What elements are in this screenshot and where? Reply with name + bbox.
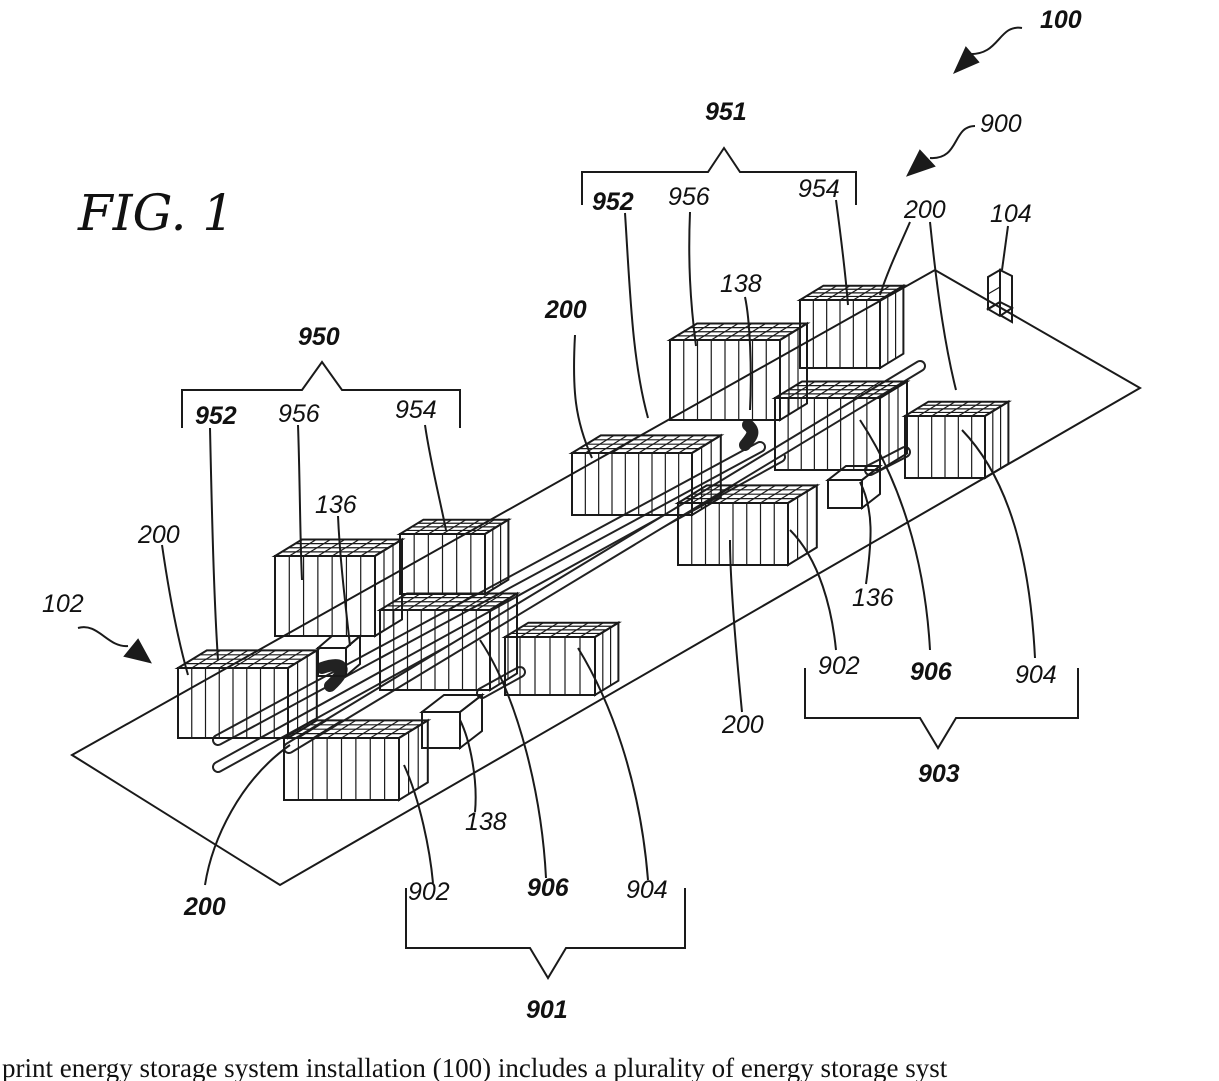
ref-label-200-top: 200	[903, 196, 946, 224]
ref-label-102: 102	[42, 590, 84, 618]
ref-label-902-bottom: 902	[408, 878, 450, 906]
ref-label-904-bottom: 904	[626, 876, 668, 904]
block-950-back	[400, 520, 508, 594]
ref-label-954-top: 954	[798, 175, 840, 203]
ref-label-200-bottom: 200	[183, 893, 226, 921]
ref-label-906-right: 906	[910, 658, 953, 686]
block-950-mid	[275, 540, 402, 637]
ref-label-100: 100	[1040, 6, 1082, 34]
ref-label-104: 104	[990, 200, 1032, 228]
ref-label-903: 903	[918, 760, 960, 788]
device-104	[988, 270, 1012, 322]
converter-box-138-left	[422, 695, 482, 748]
caption-text: print energy storage system installation…	[2, 1053, 948, 1081]
ref-label-906-bottom: 906	[527, 874, 570, 902]
ref-label-951: 951	[705, 98, 747, 126]
ref-label-956-left: 956	[278, 400, 320, 428]
ref-label-200-right: 200	[721, 711, 764, 739]
ref-label-952-top: 952	[592, 188, 634, 216]
ref-label-200-left: 200	[137, 521, 180, 549]
ref-label-138-bottom: 138	[465, 808, 507, 836]
ref-label-904-right: 904	[1015, 661, 1057, 689]
ref-label-136-left: 136	[315, 491, 357, 519]
ref-label-950: 950	[298, 323, 340, 351]
converter-box-136-right	[828, 466, 880, 508]
block-903-back	[905, 402, 1008, 478]
ref-label-901: 901	[526, 996, 568, 1024]
ref-label-136-right: 136	[852, 584, 894, 612]
ref-label-902-right: 902	[818, 652, 860, 680]
ref-label-952-left: 952	[195, 402, 237, 430]
block-901-back	[505, 623, 618, 695]
ref-label-956-top: 956	[668, 183, 710, 211]
figure-title: FIG. 1	[77, 184, 234, 242]
ref-label-954-left: 954	[395, 396, 437, 424]
block-951-front	[670, 324, 807, 421]
ref-label-138-top: 138	[720, 270, 762, 298]
block-951-back-a	[800, 286, 903, 368]
ref-label-900: 900	[980, 110, 1022, 138]
ground-plate	[72, 270, 1140, 885]
ref-label-200-mid: 200	[544, 296, 587, 324]
